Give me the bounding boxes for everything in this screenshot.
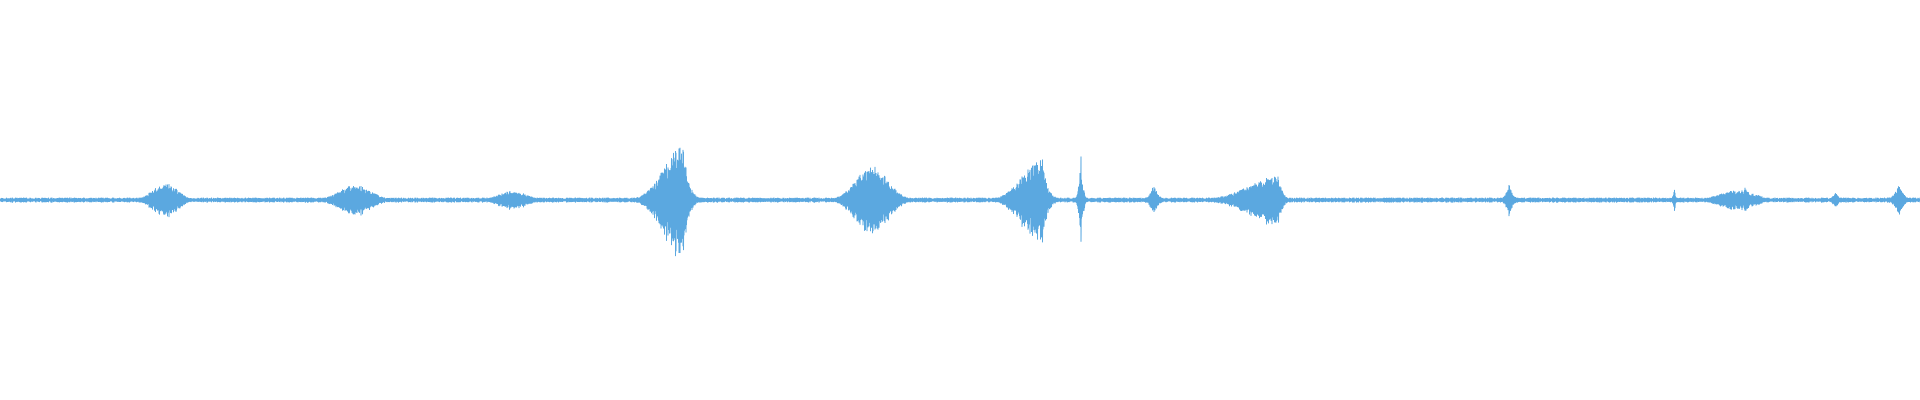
waveform-trace (0, 147, 1920, 257)
